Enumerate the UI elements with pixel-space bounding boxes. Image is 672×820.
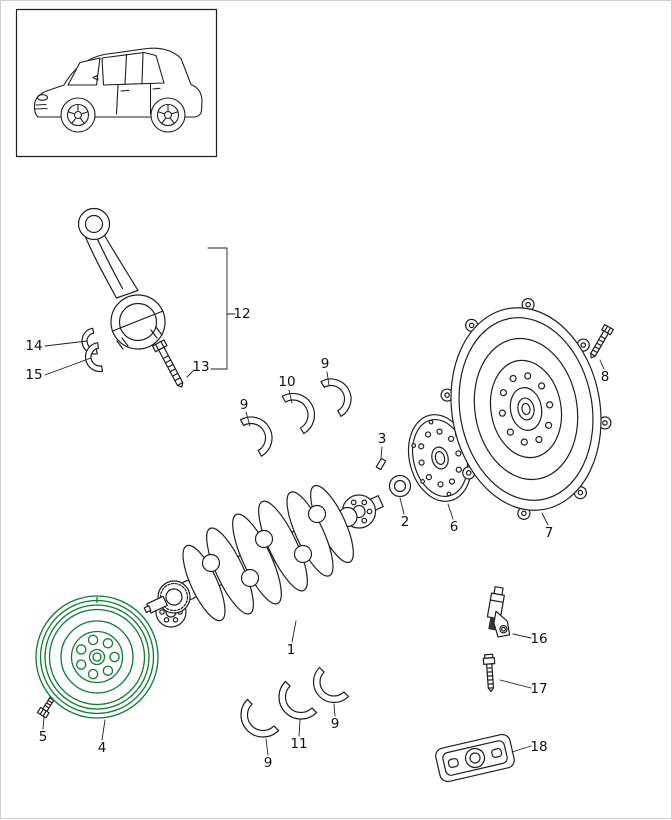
callout-13[interactable]: 13 [192,359,209,375]
callout-18[interactable]: 18 [530,739,547,755]
callout-2[interactable]: 2 [401,514,410,530]
rear-wheel-icon [150,97,186,133]
callout-15[interactable]: 15 [25,367,42,383]
leader-4 [101,719,106,741]
front-wheel-icon [60,97,96,133]
callout-9a[interactable]: 9 [240,397,249,413]
part-bearing-shell-9a [239,416,273,457]
callout-8[interactable]: 8 [601,369,610,385]
callout-17[interactable]: 17 [530,681,547,697]
leader-16 [512,633,532,639]
part-key [375,457,387,471]
part-rod-bolt [151,339,184,388]
leader-11 [298,719,301,737]
callout-9c[interactable]: 9 [264,755,273,771]
leader-15 [44,357,92,376]
callout-16[interactable]: 16 [530,631,547,647]
part-crankshaft [143,484,384,628]
part-bearing-shell-9c [240,698,280,738]
callout-9d[interactable]: 9 [331,716,340,732]
leader-9c [265,738,269,756]
part-bearing-shell-11 [278,680,318,720]
callout-4[interactable]: 4 [98,740,107,756]
headlight-icon [36,94,49,101]
leader-14 [44,340,88,347]
part-flywheel [440,298,612,520]
leader-18 [511,745,532,753]
callouts: 1 2 3 4 5 6 7 8 9 9 9 9 10 11 12 13 14 1… [25,306,609,771]
leader-5 [42,716,45,730]
part-bearing-block [435,733,515,783]
part-pulley-damper [35,595,159,719]
leader-8 [599,359,605,370]
leader-9b [326,371,330,386]
vehicle-illustration [33,47,203,133]
callout-12[interactable]: 12 [233,306,250,322]
callout-7[interactable]: 7 [545,525,554,541]
part-bearing-shell-10 [281,392,316,435]
part-bearing-shell-15 [84,342,104,373]
leader-13 [186,369,195,378]
callout-6[interactable]: 6 [450,519,459,535]
leader-3 [380,446,383,459]
part-bearing-shell-9d [312,666,350,704]
part-bearing-shell-9b [320,378,352,417]
leader-12-bracket [207,247,236,370]
leader-7 [541,512,549,526]
part-connecting-rod [77,207,166,350]
leader-lines [42,247,605,756]
flywheel-mount-tabs [440,298,612,520]
part-speed-sensor [486,586,511,638]
artwork [15,8,614,783]
part-pilot-bearing [388,474,412,498]
leader-9d [333,703,336,717]
callout-5[interactable]: 5 [39,729,48,745]
callout-14[interactable]: 14 [25,338,42,354]
leader-1 [291,620,297,643]
part-flywheel-bolt [590,323,614,359]
leader-17 [499,679,532,689]
callout-9b[interactable]: 9 [321,356,330,372]
callout-11[interactable]: 11 [290,736,307,752]
callout-1[interactable]: 1 [287,642,296,658]
leader-9a [245,411,251,427]
leader-2 [399,497,405,515]
vehicle-thumbnail-box [15,8,218,158]
leader-6 [447,503,454,520]
callout-10[interactable]: 10 [278,374,295,390]
part-sensor-screw [482,653,496,693]
callout-3[interactable]: 3 [378,431,387,447]
leader-10 [288,389,293,404]
